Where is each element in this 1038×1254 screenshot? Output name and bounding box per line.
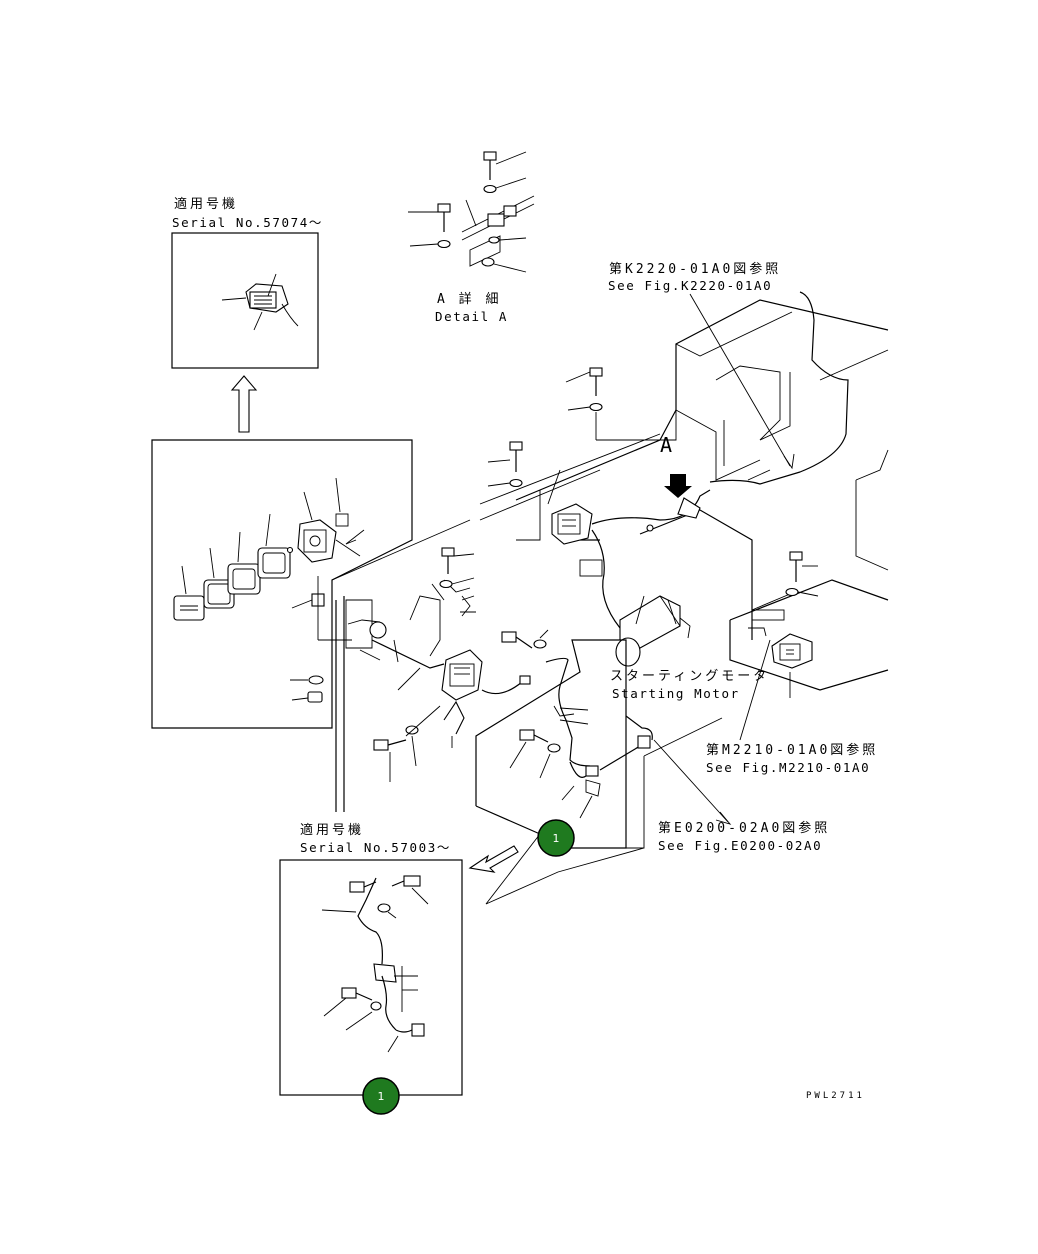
inset-serial-57074: 適用号機 Serial No.57074～: [171, 196, 323, 433]
washer-icon: [483, 184, 497, 194]
leader-m2210: [739, 639, 771, 741]
leader-k2220: [689, 293, 791, 467]
bolt-icon: [789, 551, 818, 582]
ref-m2210-jp: 第M2210-01A0図参照: [706, 742, 878, 758]
inset-serial-57003: 適用号機 Serial No.57003～: [279, 822, 519, 1096]
washer-icon: [439, 579, 453, 589]
marker-a: A: [660, 433, 675, 457]
washer-icon: [509, 478, 523, 488]
connector-icon: [487, 213, 505, 227]
lamp-exploded-view: [151, 439, 413, 729]
bolt-icon: [323, 987, 373, 1017]
washer-icon: [785, 587, 799, 597]
machine-frame: [331, 291, 889, 812]
washer-icon: [370, 1001, 382, 1011]
starting-motor: [615, 595, 691, 667]
bolt-icon: [373, 739, 407, 782]
bolt-icon: [441, 547, 475, 574]
lamp-lens-icon: [173, 565, 205, 621]
inset-frame-top: [171, 232, 319, 369]
bolt-icon: [509, 729, 549, 769]
left-lamp-assembly: [345, 579, 531, 748]
detail-a: A 詳 細 Detail A: [408, 151, 535, 324]
ref-e0200-jp: 第E0200-02A0図参照: [658, 820, 830, 836]
bolt-icon: [391, 875, 429, 905]
washer-icon: [589, 402, 603, 412]
harness-detail: [321, 875, 429, 1053]
work-lamp-icon: [221, 273, 299, 331]
bolt-icon: [565, 367, 603, 396]
right-lamp: [748, 551, 819, 698]
gasket-ring-icon: [257, 513, 291, 579]
ref-k2220-jp: 第K2220-01A0図参照: [609, 261, 781, 277]
serial-top-en: Serial No.57074～: [172, 215, 323, 230]
bolt-icon: [487, 441, 523, 472]
bolt-icon: [408, 203, 451, 232]
bolt-icon: [501, 631, 533, 649]
frame-lamp: [547, 469, 711, 629]
gasket-ring-icon: [227, 531, 261, 595]
washer-icon: [437, 239, 451, 249]
detail-a-jp: A 詳 細: [437, 291, 501, 307]
washer-icon: [547, 743, 561, 753]
starting-motor-jp: スターティングモータ: [610, 669, 769, 684]
callout-1-lower: 1: [362, 1077, 400, 1115]
callout-number: 1: [553, 832, 560, 845]
inset-frame-bottom: [279, 859, 463, 1096]
starting-motor-en: Starting Motor: [612, 686, 740, 701]
callout-1-upper: 1: [537, 819, 575, 857]
diagonal-arrow-icon: [468, 845, 519, 873]
drawing-code: PWL2711: [806, 1091, 865, 1101]
up-arrow-icon: [230, 375, 258, 433]
down-arrow-icon: [664, 474, 692, 498]
ref-k2220-en: See Fig.K2220-01A0: [608, 278, 772, 293]
detail-a-en: Detail A: [435, 309, 508, 324]
lamp-housing-icon: [286, 477, 365, 703]
harness-panel: [475, 639, 732, 905]
washer-icon: [533, 639, 547, 649]
bolt-icon: [483, 151, 527, 180]
callout-number: 1: [378, 1090, 385, 1103]
serial-top-jp: 適用号機: [174, 196, 238, 212]
ref-m2210-en: See Fig.M2210-01A0: [706, 760, 870, 775]
serial-bottom-jp: 適用号機: [300, 822, 364, 838]
serial-bottom-en: Serial No.57003～: [300, 840, 451, 855]
washer-icon: [377, 903, 391, 913]
ref-e0200-en: See Fig.E0200-02A0: [658, 838, 822, 853]
